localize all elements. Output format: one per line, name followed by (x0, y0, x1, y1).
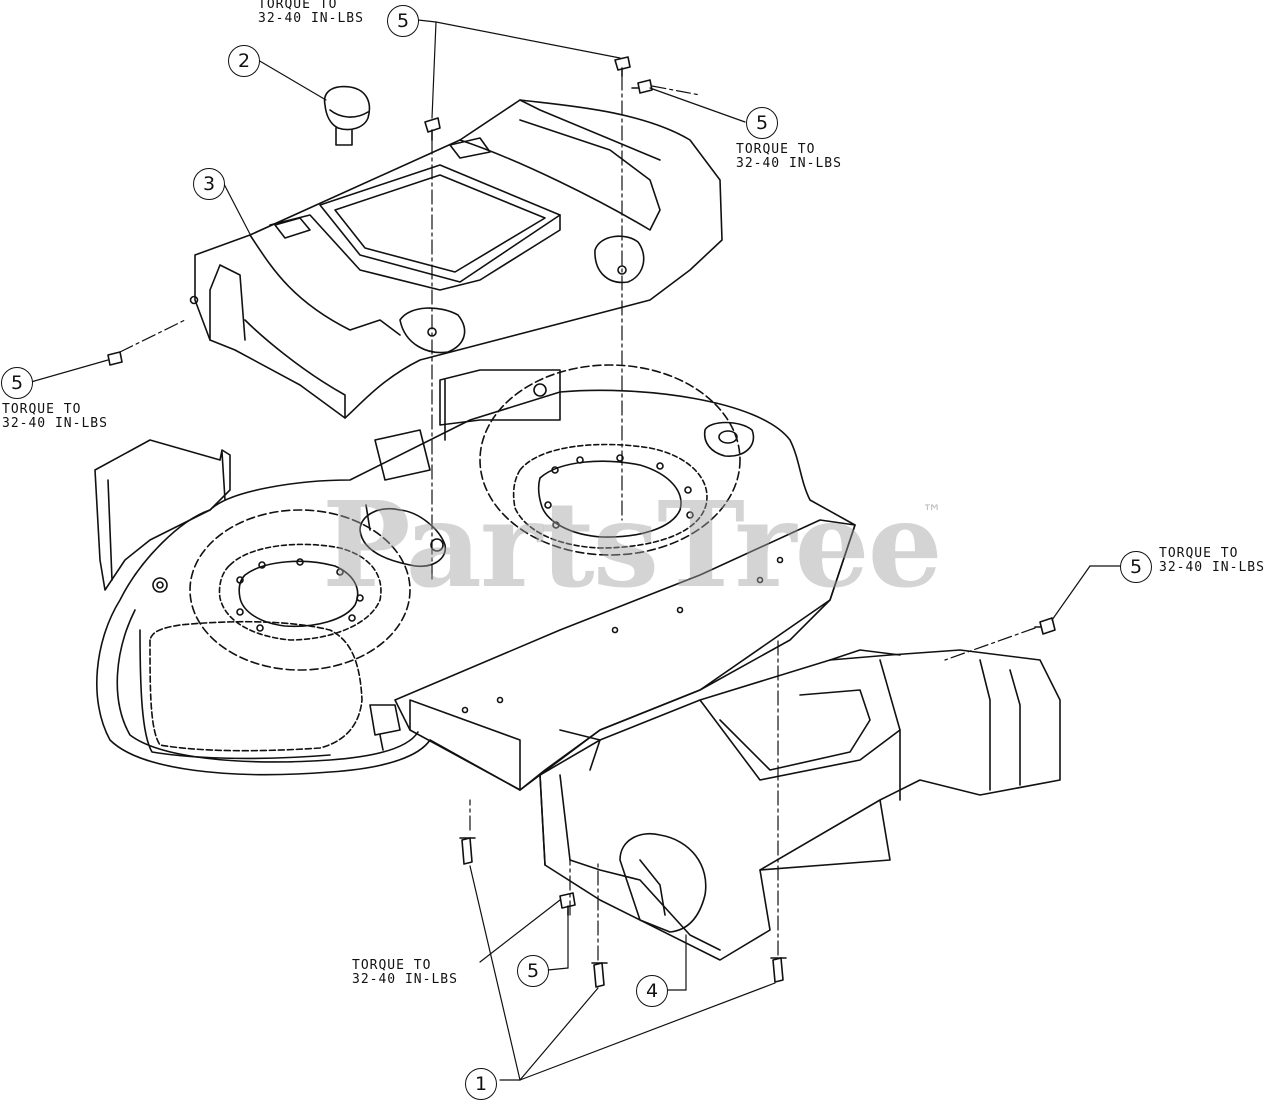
center-lines (119, 75, 1036, 961)
torque-note-top-line2: 32-40 IN-LBS (258, 11, 364, 26)
callout-4: 4 (636, 975, 668, 1007)
torque-note-right-top-line2: 32-40 IN-LBS (736, 156, 842, 171)
mower-deck-housing (94, 364, 856, 791)
torque-note-right-top-line1: TORQUE TO (736, 142, 816, 157)
deck-knob (323, 85, 371, 146)
torque-note-left-line1: TORQUE TO (2, 402, 82, 417)
torque-note-bottom-line1: TORQUE TO (352, 958, 432, 973)
callout-1: 1 (465, 1068, 497, 1100)
torque-note-left-line2: 32-40 IN-LBS (2, 416, 108, 431)
deck-top-cover (189, 99, 723, 419)
torque-note-right-line1: TORQUE TO (1159, 546, 1239, 561)
callout-5-bottom: 5 (517, 955, 549, 987)
rear-deck-cover (539, 649, 1061, 961)
torque-note-top-line1: TORQUE TO (258, 0, 338, 12)
callout-5-right-top: 5 (746, 107, 778, 139)
torque-note-right-line2: 32-40 IN-LBS (1159, 560, 1265, 575)
callout-5-right: 5 (1120, 551, 1152, 583)
torque-note-bottom-line2: 32-40 IN-LBS (352, 972, 458, 987)
leader-lines (30, 19, 1121, 1081)
callout-5-top: 5 (387, 5, 419, 37)
parts-tree-watermark: PartsTree (322, 475, 943, 614)
callout-5-left: 5 (1, 367, 33, 399)
trademark-symbol: ™ (922, 500, 942, 524)
callout-3: 3 (193, 168, 225, 200)
callout-2: 2 (228, 45, 260, 77)
